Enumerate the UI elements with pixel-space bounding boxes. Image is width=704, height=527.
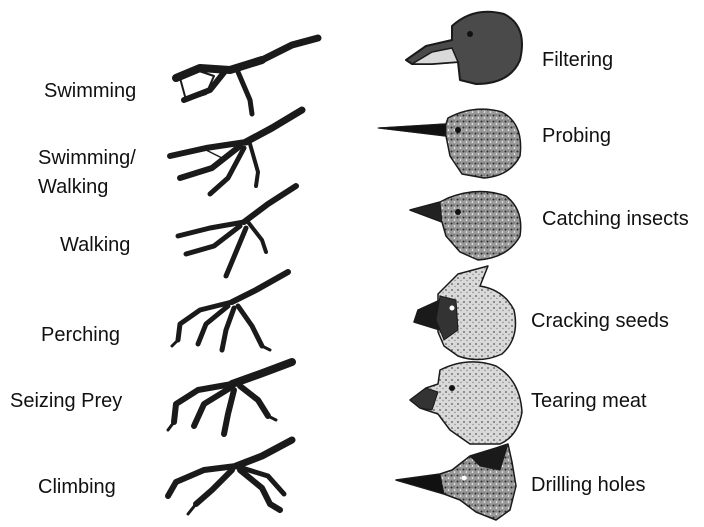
perching-foot-icon <box>172 272 288 350</box>
walking-foot-icon <box>178 186 296 276</box>
climbing-foot-icon <box>168 440 292 514</box>
drilling-holes-beak-icon <box>396 444 516 520</box>
seizing-prey-foot-icon <box>168 362 292 434</box>
filtering-beak-icon <box>406 12 522 84</box>
cracking-seeds-beak-icon <box>414 266 516 360</box>
probing-beak-icon <box>378 109 521 178</box>
catching-insects-beak-icon <box>410 191 521 260</box>
tearing-meat-beak-icon <box>410 362 522 444</box>
swimming-walking-foot-icon <box>170 110 302 194</box>
swimming-foot-icon <box>176 38 318 114</box>
